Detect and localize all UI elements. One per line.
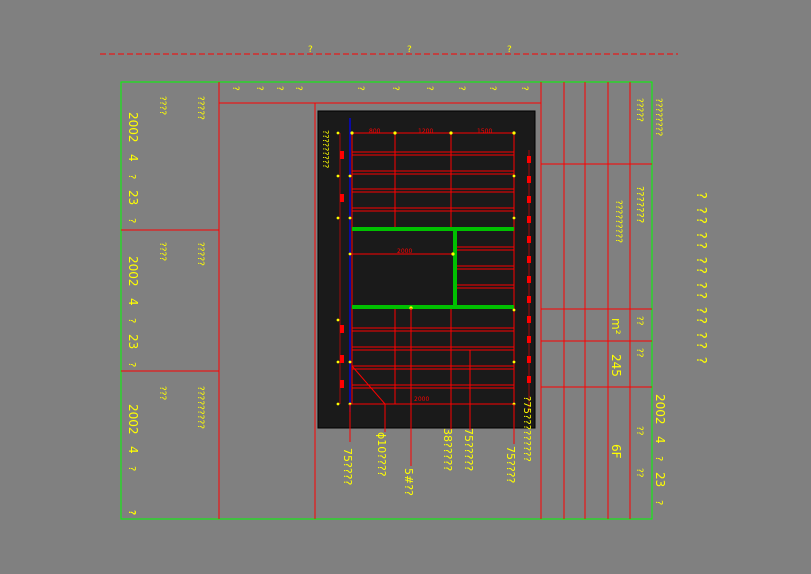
date-month: 4 — [126, 154, 140, 162]
note-item: ?? — [693, 217, 708, 247]
right-title-text: ????? ???????? ????????? ??????? ?? m² ?… — [609, 98, 667, 505]
note-item: ?? — [693, 192, 708, 222]
date-day: 23 — [126, 334, 140, 349]
right-qcell: ?? — [634, 316, 644, 326]
note-item: ?? — [693, 267, 708, 297]
dimension-label: 1500 — [477, 128, 492, 135]
leader-lines — [349, 308, 515, 466]
callouts: 75???? ϕ10???? 5#?? 38????? 75????? 75??… — [341, 396, 532, 496]
right-label: ????????? — [613, 200, 623, 243]
strip-mark: ? — [487, 86, 497, 91]
floor-value: 6F — [609, 444, 623, 459]
panel-vertical-note: ????????? — [321, 130, 330, 168]
strip-mark: ? — [456, 86, 466, 91]
date-year: 2002 — [653, 394, 667, 425]
strip-mark: ? — [424, 86, 434, 91]
strip-mark: ? — [254, 86, 264, 91]
top-strip: ? ? ? ? ? ? ? ? ? ? — [219, 86, 541, 519]
beam — [352, 305, 514, 309]
middle-section — [352, 246, 514, 289]
upper-grid — [352, 133, 514, 228]
note-item: ?? — [693, 242, 708, 272]
block-label: ????? — [195, 242, 205, 266]
area-value: 245 — [609, 354, 623, 377]
node-dots — [336, 131, 516, 406]
dimension-label: 800 — [369, 128, 381, 135]
date-mark: ? — [126, 318, 137, 323]
plan-panel: ????????? 800 1200 1500 — [317, 110, 536, 466]
callout-label: 5#?? — [402, 468, 415, 496]
right-qcell: ?? — [634, 348, 644, 358]
note-item: ?? — [693, 342, 708, 372]
block-label: ???? — [157, 242, 167, 261]
strip-mark: ? — [355, 86, 365, 91]
right-qcell: ?? — [634, 468, 644, 478]
right-title-block — [540, 82, 652, 519]
right-qcell: ?? — [634, 426, 644, 436]
block-label: ??? — [157, 386, 167, 401]
date-mark: ? — [126, 510, 136, 515]
callout-label: 75????? — [462, 428, 475, 471]
strip-mark: ? — [293, 86, 303, 91]
date-day: 23 — [126, 190, 140, 205]
dimension-label: 2000 — [397, 248, 412, 255]
beam — [352, 227, 514, 231]
strip-mark: ? — [274, 86, 284, 91]
date-month: 4 — [653, 436, 667, 444]
date-mark: ? — [653, 500, 664, 505]
header-dashed-line: ? ? ? — [100, 45, 678, 55]
date-mark: ? — [126, 218, 137, 223]
drawing-frame — [120, 81, 653, 520]
strip-mark: ? — [230, 86, 240, 91]
header-mark: ? — [507, 45, 512, 55]
callout-label: 38????? — [441, 428, 454, 471]
note-item: ?? — [693, 292, 708, 322]
date-year: 2002 — [126, 404, 140, 435]
callout-label: 75???? — [341, 448, 354, 486]
date-mark: ? — [126, 174, 137, 179]
right-label: ??????? — [634, 186, 645, 223]
right-label: ???????? — [653, 98, 663, 136]
header-mark: ? — [308, 45, 313, 55]
callout-label: ϕ10???? — [375, 432, 388, 477]
beam — [453, 231, 457, 305]
date-year: 2002 — [126, 256, 140, 287]
note-item: ?? — [693, 317, 708, 347]
block-label: ???? — [157, 96, 167, 115]
right-label: ????? — [634, 98, 644, 122]
strip-mark: ? — [390, 86, 400, 91]
dimension-label: 1200 — [418, 128, 433, 135]
block-label: ????? — [195, 96, 205, 120]
callout-label: ?75????????? — [521, 396, 532, 462]
left-dimension-ticks — [340, 151, 344, 388]
date-mark: ? — [126, 362, 137, 367]
left-title-block: 2002 4 ? 23 ? 2002 4 ? 23 ? 2002 4 ? ? ?… — [121, 82, 220, 519]
unit-label: m² — [609, 318, 623, 335]
dimension-label: 2000 — [414, 396, 429, 403]
block-label: ????????? — [195, 386, 205, 429]
date-mark: ? — [126, 466, 137, 471]
date-month: 4 — [126, 446, 140, 454]
strip-mark: ? — [519, 86, 529, 91]
date-mark: ? — [653, 456, 664, 461]
date-month: 4 — [126, 298, 140, 306]
header-mark: ? — [407, 45, 412, 55]
far-right-notes: ?? ?? ?? ?? ?? ?? ?? — [693, 192, 708, 372]
date-mark: ? — [126, 510, 137, 515]
date-year: 2002 — [126, 112, 140, 143]
callout-label: 75???? — [504, 446, 517, 484]
date-day: 23 — [653, 472, 667, 487]
